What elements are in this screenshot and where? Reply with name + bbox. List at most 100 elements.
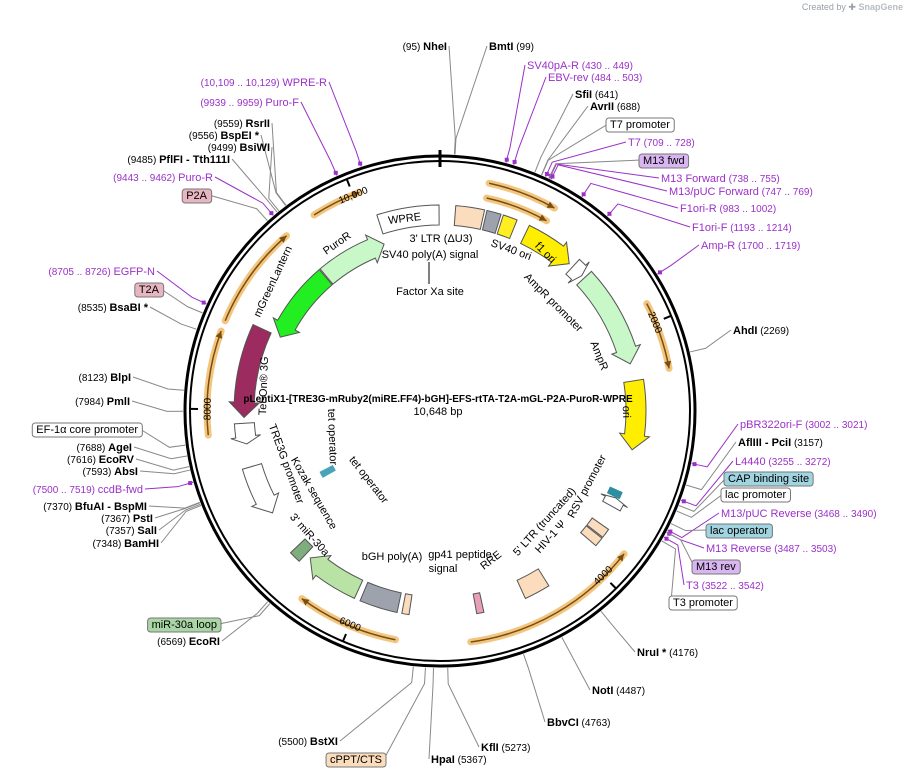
- restriction-site-label[interactable]: (7593) AbsI: [82, 466, 138, 478]
- primer-label[interactable]: (7500 .. 7519) ccdB-fwd: [33, 484, 143, 496]
- feature-box-label[interactable]: EF-1α core promoter: [31, 422, 143, 438]
- primer-binding-mark: [657, 270, 662, 275]
- label-leader: [505, 64, 526, 163]
- feature-shape[interactable]: [230, 422, 261, 445]
- label-leader: [666, 531, 695, 567]
- restriction-site-label[interactable]: KflI (5273): [481, 742, 530, 754]
- restriction-site-label[interactable]: (5500) BstXI: [278, 736, 338, 748]
- feature-shape[interactable]: [453, 205, 486, 231]
- restriction-site-label[interactable]: (7370) BfuAI - BspMI: [43, 501, 147, 513]
- restriction-site-label[interactable]: (8535) BsaBI *: [78, 302, 149, 314]
- primer-label[interactable]: M13 Reverse (3487 .. 3503): [706, 543, 836, 555]
- feature-shape[interactable]: [227, 323, 272, 419]
- feature-box-label[interactable]: M13 fwd: [638, 153, 690, 169]
- primer-label[interactable]: (9939 .. 9959) Puro-F: [200, 97, 299, 109]
- feature-box-label[interactable]: cPPT/CTS: [325, 752, 387, 768]
- label-leader: [271, 122, 287, 206]
- primer-name: EBV-rev: [548, 72, 589, 84]
- primer-label[interactable]: T3 (3522 .. 3542): [686, 580, 764, 592]
- restriction-site-label[interactable]: (7616) EcoRV: [67, 454, 135, 466]
- feature-box-label[interactable]: T7 promoter: [605, 117, 675, 133]
- restriction-site-label[interactable]: (9499) BsiWI: [208, 142, 270, 154]
- feature-box-label[interactable]: T2A: [134, 282, 165, 298]
- site-name: PflFI - Tth111I: [159, 154, 230, 166]
- restriction-site-label[interactable]: (95) NheI: [403, 41, 447, 53]
- restriction-site-label[interactable]: SfiI (641): [575, 89, 618, 101]
- primer-binding-mark: [188, 481, 193, 486]
- restriction-site-label[interactable]: (7348) BamHI: [92, 538, 159, 550]
- restriction-site-label[interactable]: AflIII - PciI (3157): [738, 437, 823, 449]
- restriction-site-label[interactable]: (6569) EcoRI: [157, 636, 220, 648]
- restriction-site-label[interactable]: AvrII (688): [590, 101, 640, 113]
- feature-shape[interactable]: [241, 462, 280, 514]
- feature-shape[interactable]: [618, 378, 651, 451]
- restriction-site-label[interactable]: (8123) BlpI: [79, 372, 131, 384]
- feature-shape[interactable]: [359, 581, 402, 614]
- feature-shape[interactable]: [565, 258, 590, 284]
- primer-label[interactable]: (9443 .. 9462) Puro-R: [113, 172, 213, 184]
- feature-shape[interactable]: [309, 554, 364, 600]
- feature-shape[interactable]: [586, 517, 610, 538]
- feature-shape[interactable]: [516, 568, 550, 600]
- feature-box-label[interactable]: T3 promoter: [668, 595, 738, 611]
- restriction-site-label[interactable]: NruI * (4176): [637, 647, 698, 659]
- label-leader: [667, 512, 720, 539]
- feature-shape[interactable]: [600, 493, 628, 512]
- site-name: BstXI: [310, 736, 338, 748]
- feature-shape[interactable]: [401, 593, 413, 616]
- restriction-site-label[interactable]: (7984) PmlI: [75, 396, 130, 408]
- primer-label[interactable]: (8705 .. 8726) EGFP-N: [48, 266, 155, 278]
- primer-label[interactable]: F1ori-F (1193 .. 1214): [692, 222, 792, 234]
- feature-shape[interactable]: [272, 268, 333, 338]
- restriction-site-label[interactable]: NotI (4487): [592, 685, 645, 697]
- primer-binding-mark: [681, 499, 686, 504]
- restriction-site-label[interactable]: (7688) AgeI: [76, 442, 132, 454]
- restriction-site-label[interactable]: HpaI (5367): [431, 754, 487, 766]
- feature-box-text: T7 promoter: [610, 119, 670, 131]
- feature-box-label[interactable]: miR-30a loop: [147, 617, 222, 633]
- primer-label[interactable]: F1ori-R (983 .. 1002): [680, 203, 776, 215]
- feature-box-label[interactable]: lac operator: [705, 523, 773, 539]
- site-coord: (7370): [43, 502, 75, 513]
- restriction-site-label[interactable]: (9559) RsrII: [214, 118, 270, 130]
- restriction-site-label[interactable]: (7357) SalI: [106, 525, 157, 537]
- feature-box-label[interactable]: M13 rev: [691, 559, 741, 575]
- site-coord: (7688): [76, 443, 108, 454]
- tet-operator-mark: [319, 465, 334, 474]
- primer-label[interactable]: SV40pA-R (430 .. 449): [527, 60, 633, 72]
- restriction-site-label[interactable]: (7367) PstI: [101, 513, 153, 525]
- primer-label[interactable]: T7 (709 .. 728): [628, 137, 695, 149]
- feature-shape[interactable]: [289, 538, 314, 563]
- feature-shape[interactable]: [496, 214, 518, 240]
- feature-shape[interactable]: [481, 209, 502, 234]
- feature-box-label[interactable]: CAP binding site: [723, 471, 814, 487]
- restriction-site-label[interactable]: BbvCI (4763): [547, 717, 610, 729]
- primer-label[interactable]: (10,109 .. 10,129) WPRE-R: [201, 77, 327, 89]
- primer-label[interactable]: EBV-rev (484 .. 503): [548, 72, 642, 84]
- primer-label[interactable]: M13/pUC Reverse (3468 .. 3490): [721, 508, 877, 520]
- feature-shape[interactable]: [576, 270, 642, 365]
- primer-label[interactable]: M13/pUC Forward (747 .. 769): [669, 186, 813, 198]
- feature-shape[interactable]: [519, 224, 570, 267]
- primer-label[interactable]: pBR322ori-F (3002 .. 3021): [740, 419, 867, 431]
- feature-shape[interactable]: [472, 592, 485, 615]
- site-name: RsrII: [246, 118, 270, 130]
- primer-label[interactable]: L4440 (3255 .. 3272): [735, 456, 831, 468]
- label-leader: [690, 329, 732, 353]
- feature-shape[interactable]: [319, 234, 385, 285]
- restriction-site-label[interactable]: BmtI (99): [489, 41, 534, 53]
- site-name: BlpI: [110, 372, 131, 384]
- feature-shape[interactable]: [580, 525, 603, 547]
- feature-box-label[interactable]: lac promoter: [720, 487, 791, 503]
- feature-label: SV40 poly(A) signal: [382, 249, 479, 261]
- primer-coord: (7500 .. 7519): [33, 485, 98, 496]
- restriction-site-label[interactable]: AhdI (2269): [733, 325, 789, 337]
- feature-shape[interactable]: [376, 204, 440, 235]
- restriction-site-label[interactable]: (9556) BspEI *: [189, 130, 260, 142]
- orf-arc: [206, 330, 222, 436]
- restriction-site-label[interactable]: (9485) PflFI - Tth111I: [127, 154, 230, 166]
- primer-label[interactable]: Amp-R (1700 .. 1719): [701, 240, 800, 252]
- primer-label[interactable]: M13 Forward (738 .. 755): [661, 173, 780, 185]
- feature-box-label[interactable]: P2A: [181, 188, 213, 204]
- label-leader: [448, 45, 456, 155]
